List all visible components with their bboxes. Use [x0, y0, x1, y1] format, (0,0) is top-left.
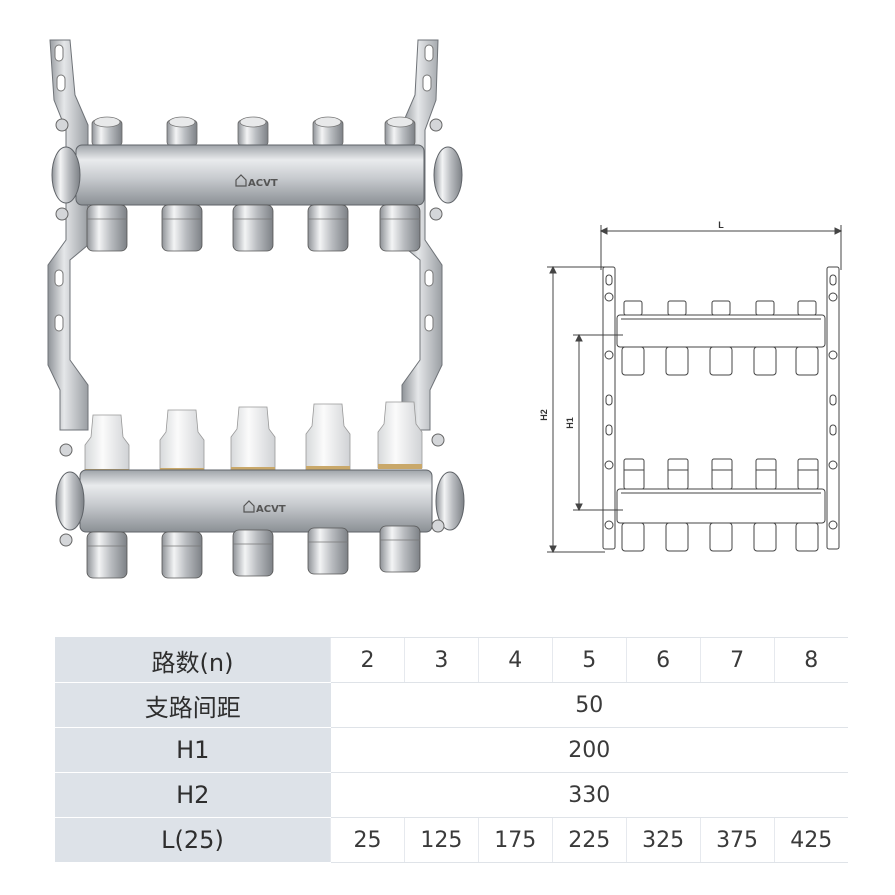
spec-table: 路数(n) 2 3 4 5 6 7 8 支路间距 50 H1 200 H2 33…	[55, 637, 848, 863]
cell: 3	[403, 637, 479, 683]
cell: 7	[699, 637, 775, 683]
cell: 175	[477, 817, 553, 863]
cell: 375	[699, 817, 775, 863]
row-label: 支路间距	[55, 682, 331, 728]
cell: 5	[551, 637, 627, 683]
cell: 225	[551, 817, 627, 863]
manifold-photo: ACVT ACVT	[47, 39, 465, 579]
row-h1: H1 200	[55, 727, 848, 773]
lower-brand-logo: ACVT	[243, 500, 286, 515]
merged-cell: 200	[330, 727, 848, 773]
label-H2: H2	[539, 409, 549, 421]
cell: 2	[330, 637, 405, 683]
row-h2: H2 330	[55, 772, 848, 818]
row-outlets: 路数(n) 2 3 4 5 6 7 8	[55, 637, 848, 683]
upper-bottom-nuts	[86, 204, 421, 252]
drawing-upper-caps	[621, 300, 819, 376]
cell: 4	[477, 637, 553, 683]
upper-top-caps	[91, 116, 416, 147]
label-L: L	[718, 220, 724, 230]
cell: 325	[625, 817, 701, 863]
lower-manifold: ACVT	[55, 401, 465, 579]
svg-text:ACVT: ACVT	[256, 504, 286, 515]
row-length: L(25) 25 125 175 225 325 375 425	[55, 817, 848, 863]
dimension-L	[599, 225, 843, 270]
technical-drawing: L H2 H1	[539, 220, 843, 554]
row-label: H1	[55, 727, 331, 773]
row-label: 路数(n)	[55, 637, 331, 683]
row-branch-spacing: 支路间距 50	[55, 682, 848, 728]
cell: 8	[773, 637, 848, 683]
lower-bottom-nuts	[86, 525, 421, 579]
lower-valve-caps	[84, 401, 423, 474]
dimension-H2	[547, 265, 605, 554]
upper-manifold: ACVT	[51, 116, 463, 252]
row-label: H2	[55, 772, 331, 818]
drawing-lower-caps	[621, 458, 819, 552]
upper-brand-logo: ACVT	[235, 174, 278, 189]
merged-cell: 330	[330, 772, 848, 818]
row-label: L(25)	[55, 817, 331, 863]
merged-cell: 50	[330, 682, 848, 728]
cell: 6	[625, 637, 701, 683]
label-H1: H1	[565, 417, 575, 429]
cell: 25	[330, 817, 405, 863]
left-bracket	[47, 39, 89, 431]
cell: 125	[403, 817, 479, 863]
cell: 425	[773, 817, 848, 863]
svg-text:ACVT: ACVT	[248, 178, 278, 189]
